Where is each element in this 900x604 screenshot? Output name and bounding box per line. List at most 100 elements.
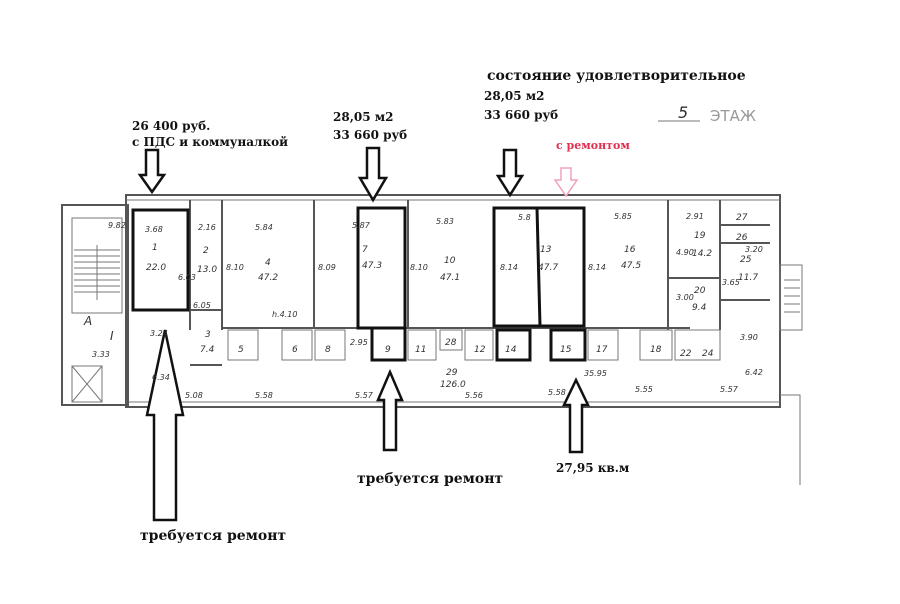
plan-label: 8 (325, 345, 331, 355)
room-area: 22.0 (146, 263, 166, 273)
plan-label: 3.65 (722, 278, 740, 287)
dimensions: 3.68 6.03 2.16 6.05 5.84 8.10 8.09 5.87 … (92, 212, 763, 400)
elevator (71, 365, 103, 403)
stairs (74, 245, 120, 300)
room-id: 13 (540, 245, 552, 255)
room-area: 47.2 (258, 273, 278, 283)
plan-label: 3.20 (745, 245, 763, 254)
room-id: 3 (205, 330, 211, 340)
plan-label: 4.90 (676, 248, 694, 257)
with-repair-label: с ремонтом (556, 139, 630, 152)
plan-label: 24 (702, 349, 714, 359)
plan-label: 5.55 (635, 385, 653, 394)
room-id: 20 (694, 286, 706, 296)
room-area: 47.3 (362, 261, 382, 271)
room-area: 11.7 (738, 273, 758, 283)
room-area: 14.2 (692, 249, 712, 259)
plan-label: 8.14 (588, 263, 606, 272)
plan-label: 5.58 (255, 391, 273, 400)
plan-label: 8.10 (226, 263, 244, 272)
left-price-note: с ПДС и коммуналкой (132, 135, 288, 149)
plan-label: 6 (292, 345, 298, 355)
room-area: 7.4 (200, 345, 215, 355)
unit-9-highlight[interactable] (370, 326, 407, 362)
mid-price: 33 660 руб (333, 128, 407, 142)
plan-label: 26 (736, 233, 748, 243)
plan-label: 6.05 (193, 301, 211, 310)
floor-label: ЭТАЖ (710, 107, 756, 125)
plan-label: 22 (680, 349, 692, 359)
plan-label: 8.09 (318, 263, 336, 272)
plan-label: 2.16 (198, 223, 216, 232)
plan-label: 11 (415, 345, 426, 355)
right-area: 28,05 м2 (484, 89, 545, 103)
plan-label: 5.85 (614, 212, 632, 221)
room-area: 126.0 (440, 380, 466, 390)
plan-label: 5.87 (352, 221, 371, 230)
plan-label: 15 (560, 345, 572, 355)
plan-label: 35.95 (584, 369, 607, 378)
repair-needed-left: требуется ремонт (140, 528, 286, 544)
repair-needed-center: требуется ремонт (357, 471, 503, 487)
right-price: 33 660 руб (484, 108, 558, 122)
room-id: 4 (265, 258, 271, 268)
arrow-down-icon (495, 148, 525, 198)
bottom-area: 27,95 кв.м (556, 461, 630, 475)
room-id: 29 (446, 368, 458, 378)
plan-label: 5.83 (436, 217, 454, 226)
room-area: 13.0 (197, 265, 217, 275)
plan-label: 6.42 (745, 368, 763, 377)
plan-label: 3.00 (676, 293, 694, 302)
plan-label: 12 (474, 345, 486, 355)
plan-label: 5.08 (185, 391, 203, 400)
left-price: 26 400 руб. (132, 119, 210, 133)
arrow-up-icon (376, 368, 404, 452)
plan-label: 8.14 (500, 263, 518, 272)
room-id: 1 (152, 243, 158, 253)
plan-label: 5.58 (548, 388, 566, 397)
plan-label: 6.03 (178, 273, 196, 282)
room-id: 7 (362, 245, 368, 255)
plan-label: 5 (238, 345, 244, 355)
plan-label: 9 (385, 345, 391, 355)
unit-14-highlight[interactable] (495, 328, 532, 362)
room-id: 16 (624, 245, 636, 255)
plan-label: 27 (736, 213, 748, 223)
arrow-down-icon (137, 148, 167, 195)
room-id: 19 (694, 231, 706, 241)
room-area: 47.5 (621, 261, 641, 271)
corridor-rooms (227, 329, 721, 361)
room-id: 25 (740, 255, 752, 265)
floor-number: 5 (678, 103, 688, 122)
mid-area: 28,05 м2 (333, 110, 394, 124)
room-id: 2 (203, 246, 209, 256)
plan-label: 5.56 (465, 391, 483, 400)
room-area: 9.4 (692, 303, 707, 313)
plan-label: 3.68 (145, 225, 163, 234)
plan-label: 5.84 (255, 223, 273, 232)
plan-label: 2.95 (350, 338, 368, 347)
plan-label: 5.8 (518, 213, 531, 222)
arrow-up-icon (145, 329, 185, 522)
plan-label: А (83, 314, 92, 328)
plan-label: 3.90 (740, 333, 758, 342)
plan-label: 8.10 (410, 263, 428, 272)
plan-label: 2.91 (686, 212, 704, 221)
plan-label: 17 (596, 345, 608, 355)
unit-15-highlight[interactable] (549, 328, 587, 362)
walls (189, 200, 770, 366)
arrow-up-icon (562, 377, 590, 454)
plan-label: 5.57 (355, 391, 374, 400)
unit-1-highlight[interactable] (131, 208, 190, 312)
plan-label: I (110, 329, 114, 343)
stairwell (61, 204, 129, 406)
plan-label: 3.24 (150, 329, 168, 338)
pink-arrow-down-icon (553, 167, 579, 198)
right-stairs (779, 264, 803, 331)
plan-label: 9.82 (108, 221, 126, 230)
room-area: 47.1 (440, 273, 460, 283)
plan-label: h.4.10 (272, 310, 297, 319)
plan-label: 5.57 (720, 385, 739, 394)
